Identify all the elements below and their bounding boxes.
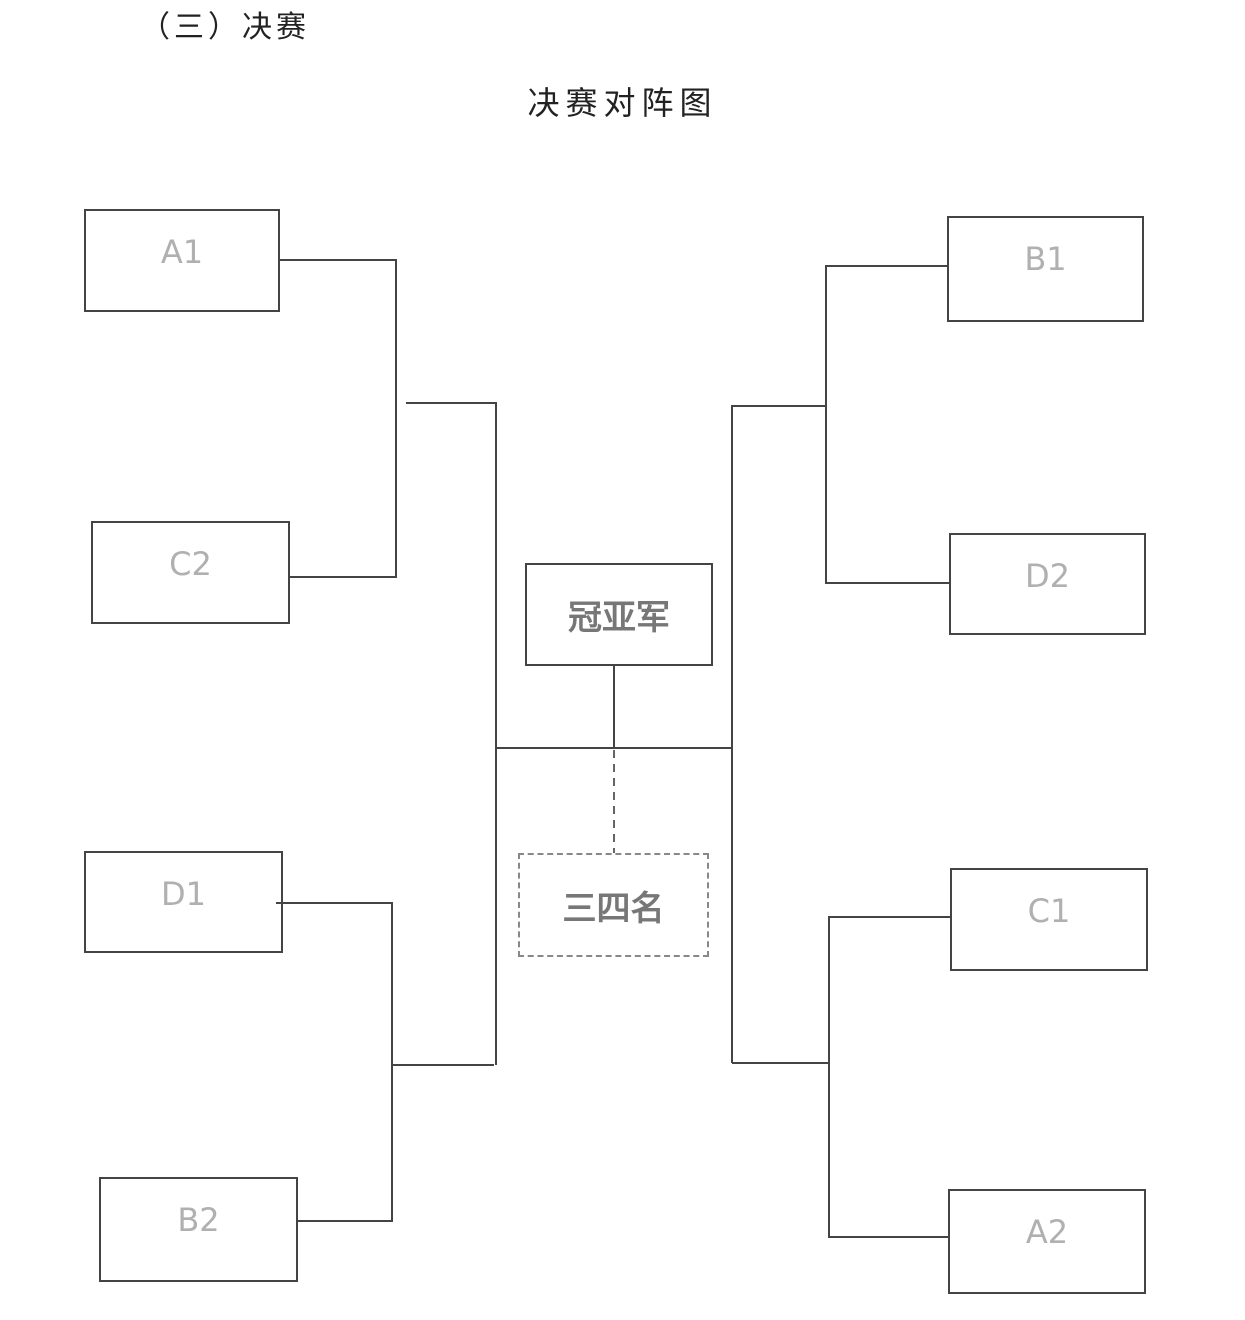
third-place-box: 三四名 bbox=[518, 853, 709, 957]
team-box-c2: C2 bbox=[91, 521, 290, 624]
right-top-connector bbox=[731, 265, 949, 1063]
team-box-b1: B1 bbox=[947, 216, 1144, 322]
team-box-a2: A2 bbox=[948, 1189, 1146, 1294]
final-box: 冠亚军 bbox=[525, 563, 713, 666]
diagram-title: 决赛对阵图 bbox=[527, 84, 718, 122]
final-connector bbox=[496, 665, 732, 749]
right-bottom-connector bbox=[732, 916, 950, 1238]
team-box-d2: D2 bbox=[949, 533, 1146, 635]
section-title: （三）决赛 bbox=[140, 10, 310, 45]
left-bottom-connector bbox=[276, 902, 494, 1222]
left-top-connector bbox=[279, 259, 497, 1065]
team-box-a1: A1 bbox=[84, 209, 280, 312]
team-box-c1: C1 bbox=[950, 868, 1148, 971]
team-box-b2: B2 bbox=[99, 1177, 298, 1282]
team-box-d1: D1 bbox=[84, 851, 283, 953]
